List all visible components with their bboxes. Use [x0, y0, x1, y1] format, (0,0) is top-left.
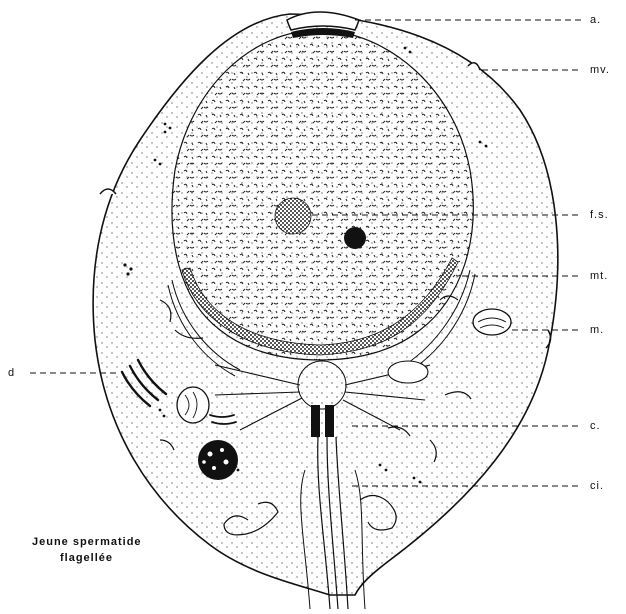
label-mt: mt.: [590, 270, 608, 282]
label-ci: ci.: [590, 480, 604, 492]
centriolar-region: [298, 361, 346, 409]
label-d: d: [8, 367, 15, 379]
centriole-left: [311, 405, 320, 437]
label-c: c.: [590, 420, 601, 432]
caption-line-1: Jeune spermatide: [32, 536, 142, 548]
mitochondrion-mid: [388, 361, 428, 383]
label-m: m.: [590, 324, 604, 336]
label-fs: f.s.: [590, 209, 609, 221]
chromatoid-body: [198, 440, 238, 480]
nucleolus: [344, 227, 366, 249]
label-mv: mv.: [590, 64, 610, 76]
caption-line-2: flagellée: [60, 552, 113, 564]
centriole-right: [325, 405, 334, 437]
nuclear-body: [275, 198, 311, 234]
label-a: a.: [590, 14, 601, 26]
